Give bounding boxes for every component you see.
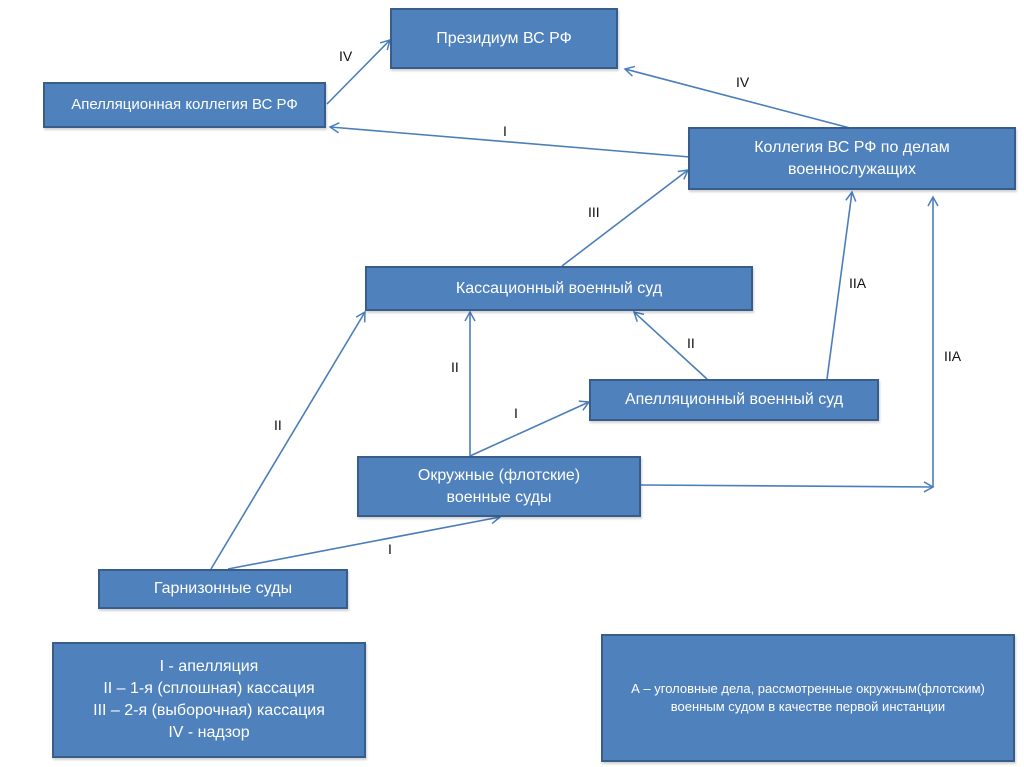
legend-line: III – 2-я (выборочная) кассация xyxy=(93,702,325,719)
edge-military-board-to-presidium xyxy=(623,65,851,129)
edge-cassation-to-military-board xyxy=(561,169,690,267)
edge-appeal-board-to-presidium xyxy=(326,38,392,105)
node-label: Окружные (флотские) военные суды xyxy=(417,466,581,506)
edge-garrison-to-cassation xyxy=(210,310,366,570)
edge-label: IV xyxy=(736,74,750,90)
node-label: Апелляционная коллегия ВС РФ xyxy=(71,96,298,113)
edge-label: II xyxy=(274,417,282,433)
node-garrison-courts[interactable]: Гарнизонные суды xyxy=(98,569,348,609)
edge-label: IV xyxy=(339,48,353,64)
node-presidium[interactable]: Президиум ВС РФ xyxy=(390,8,618,69)
node-district-courts[interactable]: Окружные (флотские) военные суды xyxy=(357,456,641,517)
edge-label: I xyxy=(514,405,518,421)
edge-garrison-to-district xyxy=(227,513,502,570)
legend-line: II – 1-я (сплошная) кассация xyxy=(103,680,315,697)
node-appeal-court[interactable]: Апелляционный военный суд xyxy=(589,379,879,421)
edge-district-to-military-board xyxy=(640,481,935,493)
node-military-board[interactable]: Коллегия ВС РФ по делам военнослужащих xyxy=(688,127,1016,190)
edge-label: IIA xyxy=(944,348,962,364)
node-appeal-board[interactable]: Апелляционная коллегия ВС РФ xyxy=(43,82,326,128)
node-cassation-court[interactable]: Кассационный военный суд xyxy=(365,266,753,311)
node-label: Апелляционный военный суд xyxy=(624,391,844,408)
edge-district-to-appeal-court xyxy=(469,400,591,457)
legend-line: IV - надзор xyxy=(168,724,250,741)
edge-label: II xyxy=(687,335,695,351)
edge-label: I xyxy=(388,541,392,557)
note-text: А – уголовные дела, рассмотренные окружн… xyxy=(631,681,985,714)
legend-line: I - апелляция xyxy=(159,658,259,675)
edge-label: IIA xyxy=(849,275,867,291)
node-label: Президиум ВС РФ xyxy=(436,29,572,47)
edge-label: III xyxy=(588,204,600,220)
node-label: Кассационный военный суд xyxy=(455,279,663,297)
legend-box: I - апелляция II – 1-я (сплошная) кассац… xyxy=(52,642,366,758)
edge-military-board-to-appeal-board xyxy=(328,122,691,158)
edge-label: II xyxy=(451,359,459,375)
edge-appeal-court-to-military-board xyxy=(826,190,857,380)
note-box: А – уголовные дела, рассмотренные окружн… xyxy=(601,634,1015,762)
edge-appeal-court-to-cassation xyxy=(632,310,708,380)
edge-label: I xyxy=(503,123,507,139)
node-label: Гарнизонные суды xyxy=(153,580,293,597)
node-label: Коллегия ВС РФ по делам военнослужащих xyxy=(754,138,950,178)
